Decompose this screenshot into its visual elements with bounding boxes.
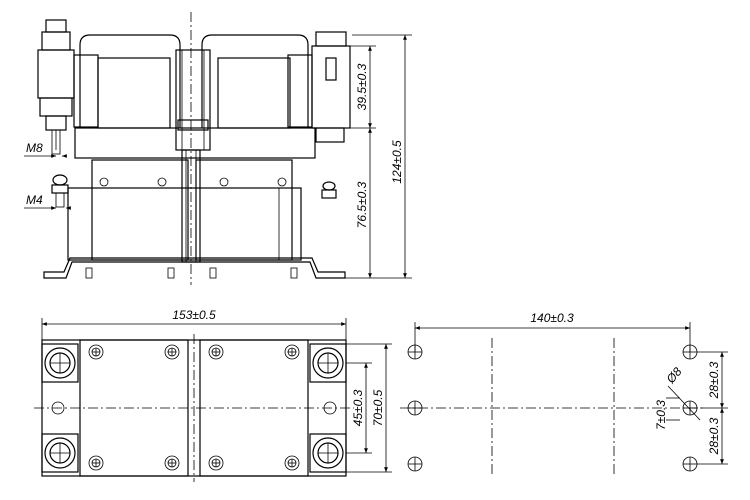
mount-hole: [157, 177, 167, 187]
middle-band: [74, 127, 316, 159]
dim-hole-pitch-y1: 28±0.3: [707, 361, 721, 399]
dim-height-bottom: 76.5±0.3: [355, 181, 369, 228]
hole-slot-label: 7±0.3: [654, 400, 668, 430]
cover-screws: [88, 344, 300, 471]
upper-frame-left: [79, 34, 181, 128]
hole-dia-leader: [667, 385, 701, 421]
terminal-bottom-left: [41, 433, 79, 473]
dim-width-total: 70±0.5: [371, 389, 385, 426]
mounting-holes: [407, 344, 698, 472]
coil-left: [91, 159, 189, 261]
terminal-right: [287, 31, 351, 143]
thread-label-m4: M4: [26, 193, 43, 207]
coil-right: [195, 159, 293, 261]
terminal-bottom-right: [309, 433, 347, 473]
dim-hole-pitch-y2: 28±0.3: [707, 417, 721, 455]
mount-hole: [99, 177, 109, 187]
dim-hole-pitch-x: 140±0.3: [530, 311, 574, 325]
top-view: 153±0.5: [34, 308, 392, 482]
hole-pattern-view: 140±0.3 Ø8 7±0.3 28±0.3 28±0.3: [400, 311, 728, 476]
hole-dia-label: Ø8: [663, 364, 685, 386]
dim-height-total: 124±0.5: [390, 140, 404, 184]
dim-width-inner: 45±0.3: [351, 389, 365, 426]
dim-height-top: 39.5±0.3: [355, 63, 369, 110]
terminal-left: [37, 19, 99, 155]
upper-core-right: [217, 57, 291, 129]
terminal-top-left: [41, 343, 79, 383]
mount-hole: [219, 177, 229, 187]
side-view: M8 M4 39.5±0.3 76.5±0.3 124±0.5: [24, 12, 412, 285]
upper-core-left: [97, 57, 171, 129]
side-hole-left: [51, 401, 65, 415]
m4-screw-right: [321, 181, 337, 199]
clamp-bolt: [177, 119, 209, 131]
upper-center-block: [175, 49, 211, 151]
terminal-top-right: [309, 343, 347, 383]
thread-label-m8: M8: [26, 141, 43, 155]
bottom-pins: [85, 267, 298, 279]
base-flange: [43, 257, 346, 279]
m4-screw-left: [51, 174, 69, 208]
mount-hole: [277, 177, 287, 187]
side-hole-right: [323, 401, 337, 415]
dim-length-total: 153±0.5: [172, 308, 216, 322]
lower-body: [67, 187, 302, 261]
upper-frame-right: [201, 34, 309, 128]
